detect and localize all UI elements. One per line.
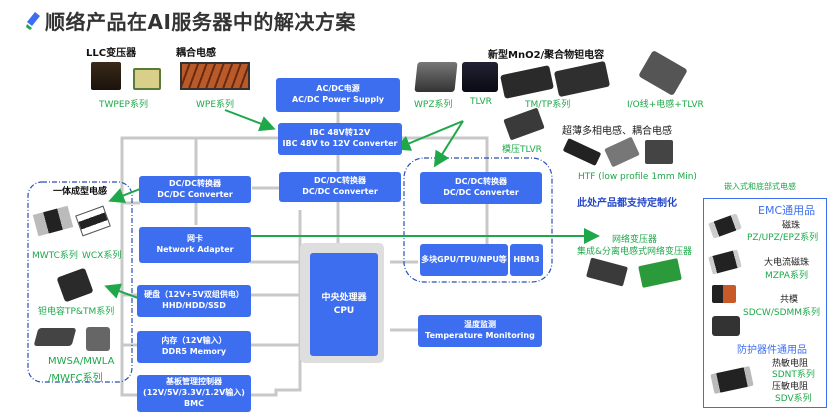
cpu-block[interactable]: 中央处理器 CPU <box>310 253 378 356</box>
mwsa-inductor-image-2 <box>86 327 110 351</box>
memory-block[interactable]: 内存（12V输入） DDR5 Memory <box>137 331 251 363</box>
acdc-line2: AC/DC Power Supply <box>291 95 385 104</box>
hbm3-block[interactable]: HBM3 <box>510 244 543 276</box>
wpe-series-label: WPE系列 <box>196 100 235 110</box>
bmc-block[interactable]: 基板管理控制器 (12V/5V/3.3V/1.2V输入) BMC <box>137 375 251 412</box>
network-adapter-block[interactable]: 网卡 Network Adapter <box>139 227 251 263</box>
hbm3-label: HBM3 <box>513 254 540 264</box>
ibc-converter-block[interactable]: IBC 48V转12V IBC 48V to 12V Converter <box>278 123 402 155</box>
ultrathin-inductor-heading: 超薄多相电感、耦合电感 <box>562 126 672 137</box>
bmc-line2: (12V/5V/3.3V/1.2V输入) <box>143 388 245 398</box>
mwsa-inductor-image-1 <box>33 328 77 346</box>
dcdc-mid-line1: DC/DC转换器 <box>314 176 366 186</box>
page-title: 顺络产品在AI服务器中的解决方案 <box>45 10 356 34</box>
io-tlvr-label: I/O线+电感+TLVR <box>627 100 704 110</box>
mwsa-series-label-line1: MWSA/MWLA <box>48 356 115 367</box>
cpu-line2: CPU <box>333 305 355 316</box>
varistor-series: SDV系列 <box>775 394 812 404</box>
wpz-series-label: WPZ系列 <box>414 100 453 110</box>
thermistor-label: 热敏电阻 <box>772 359 809 369</box>
acdc-power-supply-block[interactable]: AC/DC电源 AC/DC Power Supply <box>276 78 400 112</box>
tantalum-series-label: 钽电容TP&TM系列 <box>38 307 115 317</box>
varistor-label: 压敏电阻 <box>772 382 809 392</box>
bmc-line3: BMC <box>184 398 204 408</box>
ibc-line1: IBC 48V转12V <box>309 128 371 138</box>
dcdc-right-line2: DC/DC Converter <box>443 188 519 197</box>
coupled-inductor-heading: 耦合电感 <box>176 48 216 59</box>
common-mode-series: SDCW/SDMM系列 <box>743 308 821 318</box>
common-mode-label: 共模 <box>780 295 799 305</box>
left-panel-outline <box>27 181 133 383</box>
customization-note: 此处产品都支持定制化 <box>577 198 677 209</box>
twpep-transformer-image <box>133 68 161 90</box>
green-arrows <box>104 109 600 299</box>
twpep-series-label: TWPEP系列 <box>99 100 148 110</box>
gpu-label: 多块GPU/TPU/NPU等 <box>421 254 507 264</box>
dcdc-right-block[interactable]: DC/DC转换器 DC/DC Converter <box>420 172 542 204</box>
temp-line2: Temperature Monitoring <box>425 331 535 340</box>
tlvr-inductor-image <box>462 62 498 92</box>
acdc-line1: AC/DC电源 <box>316 84 360 94</box>
memory-line1: 内存（12V输入） <box>161 336 227 346</box>
network-transformer-label: 网络变压器 <box>612 235 658 245</box>
wcx-series-label: WCX系列 <box>82 251 122 261</box>
gpu-block[interactable]: 多块GPU/TPU/NPU等 <box>420 244 508 276</box>
wpz-inductor-image <box>414 62 458 92</box>
cpu-line1: 中央处理器 <box>321 293 367 304</box>
dcdc-left-block[interactable]: DC/DC转换器 DC/DC Converter <box>139 176 251 203</box>
molded-inductor-heading: 一体成型电感 <box>53 187 108 197</box>
mwsa-series-label-line2: /MWFC系列 <box>48 373 103 384</box>
common-mode-choke-image-1 <box>712 285 736 303</box>
emc-heading: EMC通用品 <box>758 204 816 217</box>
embedded-inductor-heading: 嵌入式和底部式电感 <box>724 182 796 191</box>
bead-series-label: PZ/UPZ/EPZ系列 <box>747 233 819 243</box>
network-line2: Network Adapter <box>156 245 234 254</box>
tmtp-series-label: TM/TP系列 <box>525 100 571 110</box>
temperature-monitoring-block[interactable]: 温度监测 Temperature Monitoring <box>418 315 542 347</box>
protection-heading: 防护器件通用品 <box>737 345 807 356</box>
gpu-group-outline <box>403 157 553 283</box>
capacitor-heading: 新型MnO2/聚合物钽电容 <box>488 50 605 61</box>
thermistor-series: SDNT系列 <box>772 370 815 380</box>
bead-label: 磁珠 <box>782 221 801 231</box>
high-current-bead-label: 大电流磁珠 <box>764 258 810 268</box>
molded-tlvr-label: 模压TLVR <box>502 145 542 155</box>
mwtc-series-label: MWTC系列 <box>32 251 78 261</box>
dcdc-mid-block[interactable]: DC/DC转换器 DC/DC Converter <box>279 172 401 202</box>
disk-line2: HHD/HDD/SSD <box>162 301 226 310</box>
dcdc-left-line2: DC/DC Converter <box>157 189 233 199</box>
htf-inductor-image-3 <box>645 140 673 164</box>
brand-logo-icon <box>26 12 40 30</box>
ibc-line2: IBC 48V to 12V Converter <box>282 139 398 148</box>
high-current-bead-series: MZPA系列 <box>765 271 808 281</box>
memory-line2: DDR5 Memory <box>161 347 227 356</box>
dcdc-right-line1: DC/DC转换器 <box>455 177 507 187</box>
disk-block[interactable]: 硬盘（12V+5V双组供电） HHD/HDD/SSD <box>137 285 251 317</box>
htf-label: HTF (low profile 1mm Min) <box>578 172 697 182</box>
bmc-line1: 基板管理控制器 <box>166 377 222 387</box>
tlvr-label: TLVR <box>470 97 492 107</box>
wpe-coupled-inductor-image <box>180 62 250 90</box>
dcdc-mid-line2: DC/DC Converter <box>302 187 378 196</box>
disk-line1: 硬盘（12V+5V双组供电） <box>144 290 244 300</box>
llc-transformer-image <box>91 62 121 90</box>
dcdc-left-line1: DC/DC转换器 <box>169 178 221 188</box>
common-mode-choke-image-2 <box>712 316 740 336</box>
network-line1: 网卡 <box>187 234 203 244</box>
network-transformer-sublabel: 集成&分离电感式网络变压器 <box>577 247 693 257</box>
temp-line1: 温度监测 <box>464 320 496 330</box>
llc-transformer-heading: LLC变压器 <box>86 48 137 59</box>
